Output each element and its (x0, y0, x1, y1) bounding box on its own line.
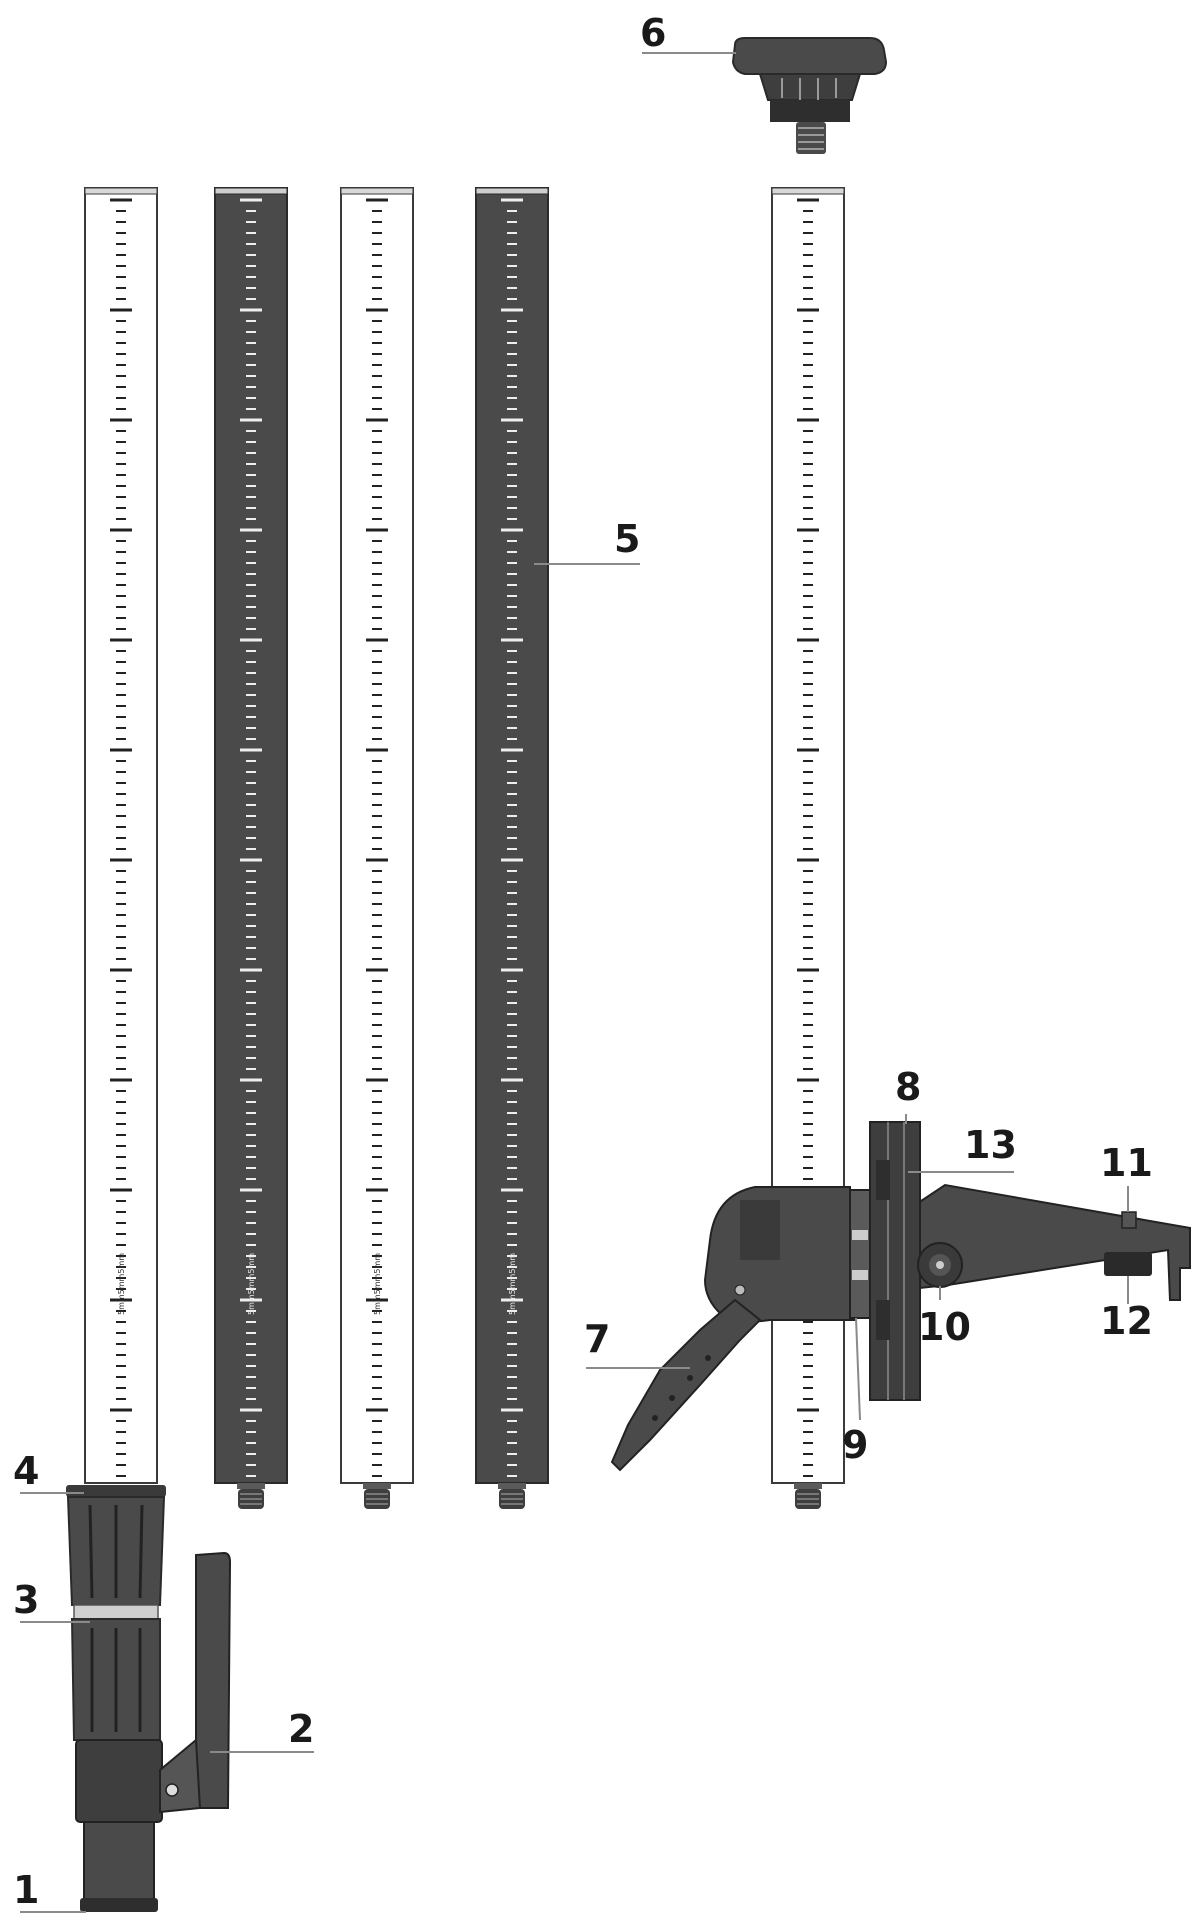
tube-2-label: 5mm5mm5mm (247, 1253, 256, 1315)
tube-4-label: 5mm5mm5mm (508, 1253, 517, 1315)
leader-lines (20, 52, 1129, 1913)
tube-5-thread (794, 1483, 822, 1509)
callout-4: 4 (13, 1449, 39, 1493)
callout-2: 2 (288, 1707, 314, 1751)
tube-light-1: 5mm5mm5mm (84, 187, 158, 1484)
callout-12: 12 (1100, 1299, 1153, 1343)
end-cap-knob-icon (731, 37, 888, 154)
tube-light-2: 5mm5mm5mm (340, 187, 414, 1509)
callout-6: 6 (640, 11, 666, 55)
callout-13: 13 (964, 1123, 1017, 1167)
tube-4-thread (498, 1483, 526, 1509)
callout-1: 1 (13, 1868, 39, 1912)
tension-foot-handle-icon (66, 1485, 232, 1912)
tube-3-label: 5mm5mm5mm (373, 1253, 382, 1315)
callout-5: 5 (614, 517, 640, 561)
callout-8: 8 (895, 1065, 921, 1109)
callout-7: 7 (584, 1317, 610, 1361)
tube-1-label: 5mm5mm5mm (117, 1253, 126, 1315)
callout-numbers: 1 2 3 4 5 6 7 8 9 10 11 12 13 (13, 11, 1153, 1912)
tube-dark-2: 5mm5mm5mm (475, 187, 549, 1509)
callout-10: 10 (918, 1305, 971, 1349)
callout-11: 11 (1100, 1141, 1153, 1185)
angle-bracket-clamp-icon (610, 1121, 1191, 1472)
callout-3: 3 (13, 1578, 39, 1622)
tube-3-thread (363, 1483, 391, 1509)
tube-2-thread (237, 1483, 265, 1509)
tube-dark-1: 5mm5mm5mm (214, 187, 288, 1509)
callout-9: 9 (842, 1423, 868, 1467)
